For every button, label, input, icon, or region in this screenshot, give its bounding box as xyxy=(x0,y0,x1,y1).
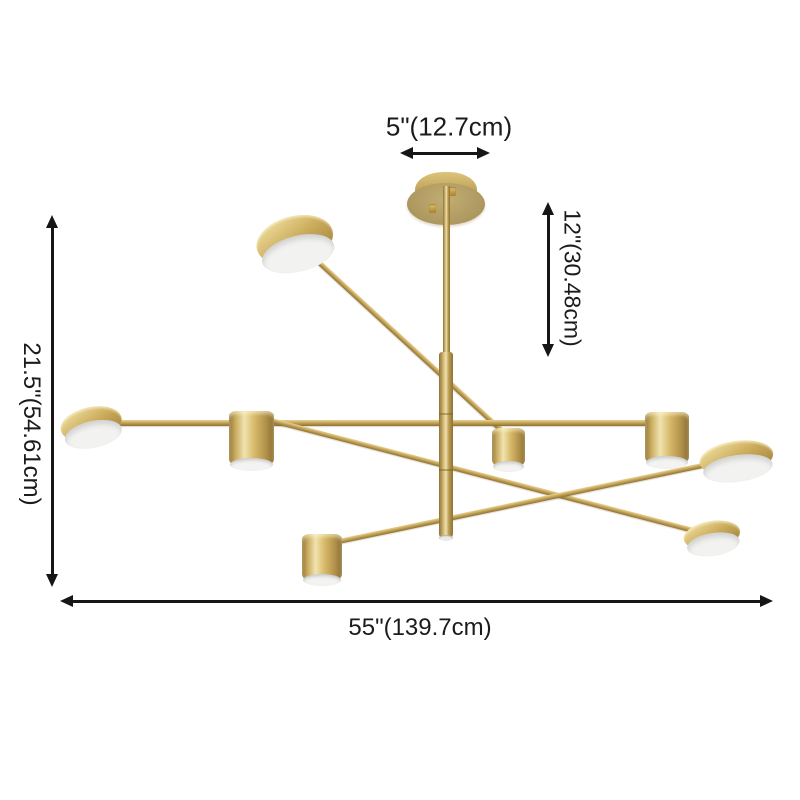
canopy-screw xyxy=(449,187,456,196)
fixture-width-label: 55"(139.7cm) xyxy=(348,614,492,641)
lamp-head-4 xyxy=(492,428,525,472)
lamp-head-3 xyxy=(229,411,274,471)
arm-4 xyxy=(328,461,709,546)
center-rod-sleeve xyxy=(439,352,453,538)
dimension-line xyxy=(51,226,54,576)
lamp-diffuser xyxy=(230,458,273,471)
dimension-line xyxy=(71,600,761,603)
arrow-up-icon xyxy=(542,202,554,215)
rod-bottom-cap xyxy=(439,535,453,541)
arm-3 xyxy=(255,414,701,535)
canopy-width-label: 5"(12.7cm) xyxy=(385,111,513,142)
lamp-diffuser xyxy=(303,574,341,586)
lamp-diffuser xyxy=(646,456,688,469)
lamp-diffuser xyxy=(493,461,524,472)
arrow-down-icon xyxy=(46,574,58,587)
lamp-head-8 xyxy=(681,516,744,561)
fixture-height-label: 21.5"(54.61cm) xyxy=(18,342,45,506)
arrow-down-icon xyxy=(542,344,554,357)
arrow-left-icon xyxy=(400,147,413,159)
dimension-line xyxy=(411,152,479,155)
lamp-head-7 xyxy=(302,534,342,586)
lamp-head-5 xyxy=(645,412,689,469)
canopy-screw xyxy=(429,204,436,213)
arm-2 xyxy=(112,420,652,426)
drop-height-label: 12"(30.48cm) xyxy=(559,209,586,347)
rod-seam xyxy=(439,413,453,415)
arrow-right-icon xyxy=(760,595,773,607)
center-rod-upper xyxy=(443,186,450,360)
arrow-left-icon xyxy=(60,595,73,607)
rod-seam xyxy=(439,469,453,471)
arrow-right-icon xyxy=(477,147,490,159)
arm-1 xyxy=(316,259,509,437)
lamp-head-6 xyxy=(697,436,776,488)
dimension-line xyxy=(547,213,550,346)
lamp-head-2 xyxy=(57,401,126,455)
arrow-up-icon xyxy=(46,215,58,228)
